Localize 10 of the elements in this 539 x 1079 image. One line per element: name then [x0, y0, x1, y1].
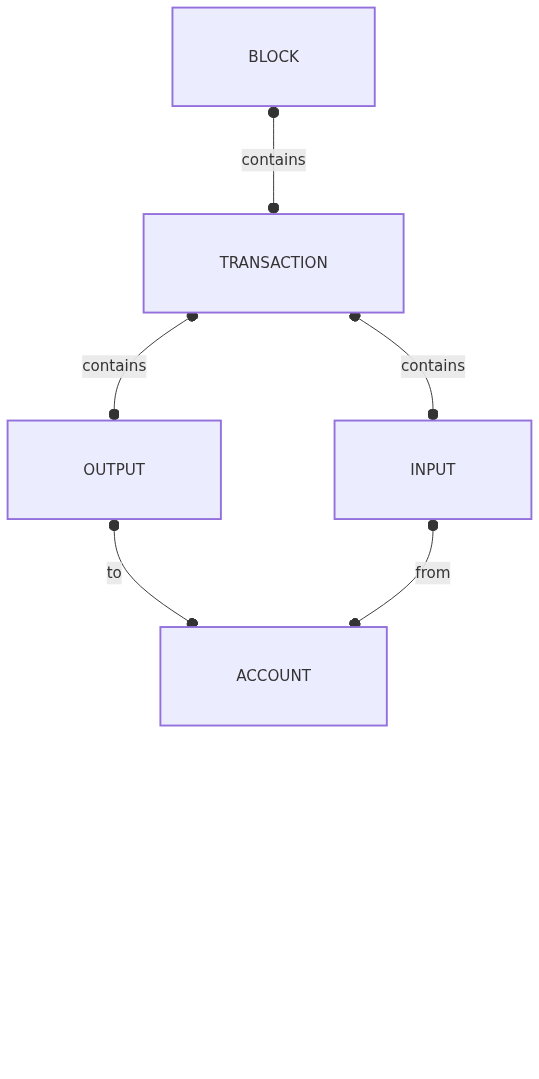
edge-label: contains	[241, 150, 306, 169]
node-box: BLOCK	[171, 6, 376, 108]
node-box: INPUT	[333, 419, 533, 520]
edge-label: contains	[82, 357, 147, 376]
edge-label: contains	[400, 357, 466, 376]
edge-label: from	[415, 563, 451, 582]
node-box: TRANSACTION	[142, 213, 405, 314]
edge-label: to	[106, 563, 122, 582]
node-box: OUTPUT	[6, 419, 222, 520]
node-box: ACCOUNT	[159, 626, 388, 727]
